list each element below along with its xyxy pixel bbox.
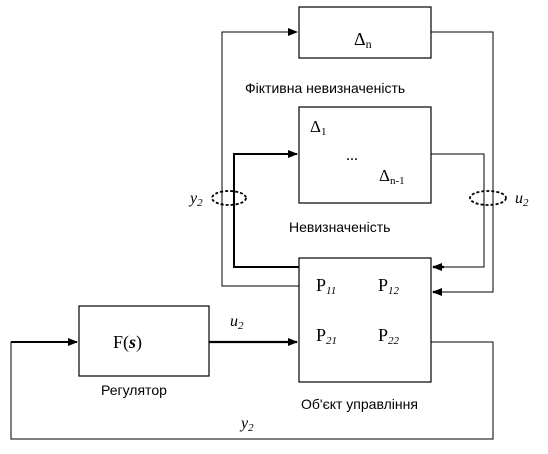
- plant-caption: Об'єкт управління: [301, 396, 418, 412]
- fictitious-caption: Фіктивна невизначеність: [245, 80, 405, 96]
- fictitious-loop-right: [431, 31, 494, 293]
- uncertainty-loop-left: [233, 150, 299, 268]
- y2-left-label: y2: [188, 190, 203, 209]
- y2-bundle-ellipse: [211, 190, 247, 206]
- plant-block: [298, 257, 432, 383]
- delta-n-block: [298, 6, 432, 59]
- delta-n-label: Δn: [354, 29, 372, 51]
- uncertainty-loop-right: [431, 153, 485, 268]
- u2-right-label: u2: [515, 190, 529, 209]
- p11-label: P11: [316, 275, 336, 297]
- delta-1-label: Δ1: [310, 117, 326, 138]
- uncertainty-block: [298, 106, 432, 204]
- y2-bottom-label: y2: [239, 415, 254, 434]
- u2-bundle-ellipse: [469, 190, 507, 206]
- p22-label: P22: [378, 325, 400, 347]
- p21-label: P21: [316, 325, 337, 347]
- u2-mid-label: u2: [230, 313, 244, 332]
- dots-label: ...: [346, 147, 358, 164]
- p12-label: P12: [378, 275, 400, 297]
- delta-n-1-label: Δn-1: [379, 166, 405, 187]
- fictitious-loop-left: [221, 28, 299, 287]
- regulator-caption: Регулятор: [101, 382, 167, 398]
- regulator-label: F(s): [113, 332, 142, 353]
- uncertainty-caption: Невизначеність: [289, 219, 390, 235]
- regulator-block: [78, 305, 210, 377]
